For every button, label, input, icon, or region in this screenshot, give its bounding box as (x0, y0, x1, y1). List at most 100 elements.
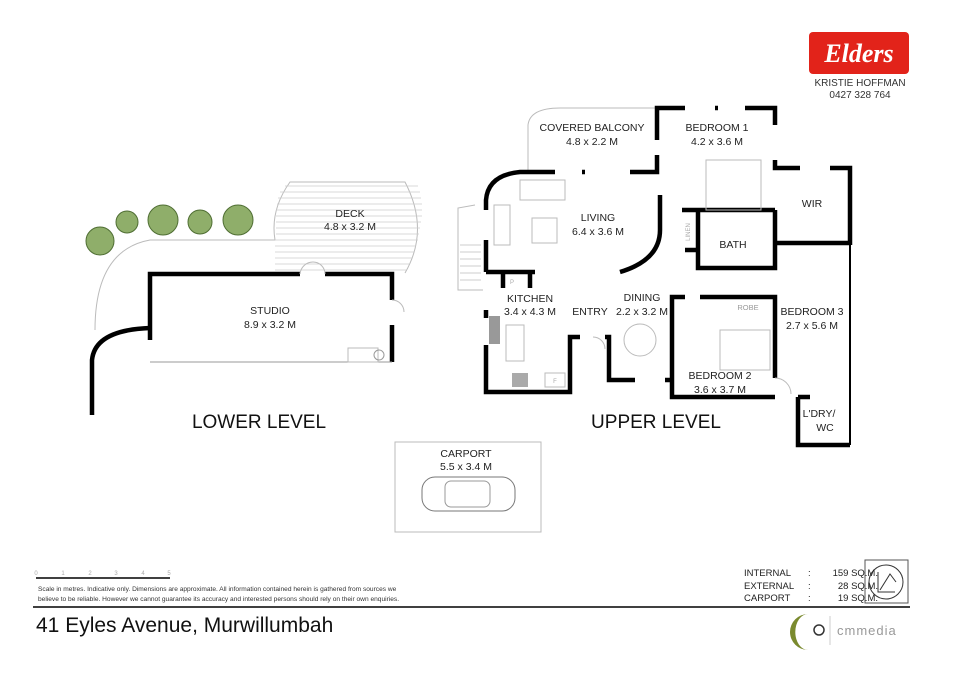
agent-phone: 0427 328 764 (829, 90, 891, 101)
plan-line (705, 159, 762, 211)
area-label: CARPORT (744, 593, 791, 604)
cmmedia-logo: cmmedia (790, 614, 897, 650)
plan-line (115, 210, 139, 234)
rooms-bedroom2-name-label: BEDROOM 2 (688, 370, 751, 382)
plan-line (809, 32, 909, 74)
rooms-deck-size-label: 4.8 x 3.2 M (324, 221, 376, 233)
plan-line (527, 107, 655, 172)
rooms-kitchen-name-label: KITCHEN (507, 293, 553, 305)
plan-line (486, 269, 535, 288)
plan-line (544, 372, 566, 388)
plan-line (373, 349, 385, 361)
plan-line (531, 217, 558, 244)
plan-line (85, 226, 115, 256)
rooms-balcony-name-label: COVERED BALCONY (539, 122, 644, 134)
rooms-dining-name-label: DINING (624, 292, 661, 304)
property-address: 41 Eyles Avenue, Murwillumbah (36, 614, 334, 637)
plan-line (877, 572, 897, 593)
disclaimer-line: Scale in metres. Indicative only. Dimens… (38, 586, 397, 593)
separator: : (808, 568, 811, 579)
area-summary: INTERNAL: 159 SQ.M. EXTERNAL: 28 SQ.M. CAR… (744, 568, 878, 606)
plan-line (790, 614, 808, 650)
plan-line (457, 204, 483, 291)
draftsman-logo (864, 559, 909, 604)
area-label: INTERNAL (744, 568, 791, 579)
rooms-studio-size-label: 8.9 x 3.2 M (244, 319, 296, 331)
disclaimer: Scale in metres. Indicative only. Dimens… (38, 585, 458, 605)
producer-name-label: cmmedia (837, 623, 897, 638)
lower-level: DECK 4.8 x 3.2 M STUDIO 8.9 x 3.2 M LOWE… (85, 181, 422, 433)
scale-ticks-1-label: 1 (61, 571, 65, 577)
plan-line (623, 323, 657, 357)
plan-line (719, 329, 771, 371)
plan-line (394, 441, 542, 533)
rooms-bedroom1-name-label: BEDROOM 1 (685, 122, 748, 134)
rooms-laundry-name1-label: L'DRY/ (803, 408, 836, 420)
plan-line (512, 373, 528, 387)
scale-ticks-2-label: 2 (88, 571, 92, 577)
rooms-carport-name-label: CARPORT (440, 448, 492, 460)
elders-logo: Elders (809, 32, 909, 74)
scale-ticks-4-label: 4 (141, 571, 145, 577)
plan-line (493, 204, 511, 246)
plan-line (147, 204, 179, 236)
rooms-bedroom3-size-label: 2.7 x 5.6 M (786, 320, 838, 332)
area-row: EXTERNAL: 28 SQ.M. (744, 581, 878, 594)
area-value: 159 SQ.M. (832, 568, 878, 579)
rooms-laundry-name2-label: WC (816, 422, 834, 434)
plan-line (483, 105, 853, 245)
rooms-linen-name-label: LINEN (686, 223, 692, 241)
rooms-balcony-size-label: 4.8 x 2.2 M (566, 136, 618, 148)
rooms-deck-name-label: DECK (335, 208, 364, 220)
rooms-carport-size-label: 5.5 x 3.4 M (440, 461, 492, 473)
plan-line (222, 204, 254, 236)
levels-upper-label: UPPER LEVEL (591, 412, 721, 433)
plan-line (774, 377, 792, 395)
rooms-entry-name-label: ENTRY (572, 306, 607, 318)
plan-line (347, 347, 379, 363)
plan-line (868, 564, 904, 600)
rooms-fridge-label: F (553, 379, 557, 385)
rooms-bedroom3-name-label: BEDROOM 3 (780, 306, 843, 318)
plan-line (592, 336, 606, 350)
deck-hatch (275, 185, 422, 271)
plan-line (864, 559, 909, 604)
rooms-living-size-label: 6.4 x 3.6 M (572, 226, 624, 238)
area-value: 19 SQ.M. (837, 593, 878, 604)
plan-line (460, 244, 481, 281)
scale-bar: 0 1 2 3 4 5 (34, 571, 171, 579)
plan-line (299, 261, 326, 275)
area-label: EXTERNAL (744, 580, 795, 592)
agent-name: KRISTIE HOFFMAN (814, 78, 906, 89)
rooms-kitchen-size-label: 3.4 x 4.3 M (504, 306, 556, 318)
area-row: CARPORT: 19 SQ.M. (744, 593, 878, 606)
carport: CARPORT 5.5 x 3.4 M (394, 441, 542, 533)
plan-line (89, 325, 151, 415)
levels-lower-label: LOWER LEVEL (192, 412, 326, 433)
rooms-wir-name-label: WIR (802, 198, 823, 210)
plan-line (187, 209, 213, 235)
trees (85, 204, 254, 256)
rooms-dining-size-label: 2.2 x 3.2 M (616, 306, 668, 318)
area-value: 28 SQ.M. (837, 580, 878, 592)
rooms-pantry-label: P (510, 280, 514, 286)
plan-line (444, 480, 491, 508)
area-row: INTERNAL: 159 SQ.M. (744, 568, 878, 581)
disclaimer-line: believe to be reliable. However we canno… (38, 596, 400, 603)
rooms-bedroom1-size-label: 4.2 x 3.6 M (691, 136, 743, 148)
plan-line (483, 240, 778, 400)
scale-ticks-0-label: 0 (34, 571, 38, 577)
plan-line (94, 181, 418, 331)
robe-label: ROBE (737, 303, 758, 312)
rooms-studio-name-label: STUDIO (250, 305, 290, 317)
plan-line (795, 394, 850, 448)
plan-line (147, 271, 395, 362)
agency-brand-label: Elders (823, 39, 893, 68)
separator: : (808, 580, 811, 592)
plan-line (619, 195, 663, 275)
plan-line (505, 324, 525, 362)
plan-line (489, 316, 500, 344)
plan-line (519, 179, 566, 201)
separator: : (808, 593, 811, 604)
